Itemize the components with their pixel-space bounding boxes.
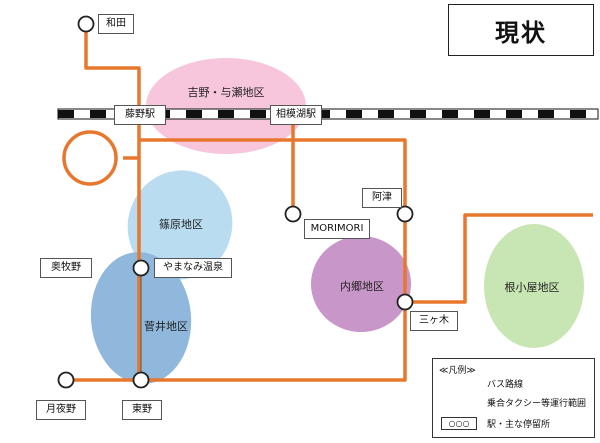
area-label-sugai: 菅井地区 (144, 320, 188, 333)
stop-label-yamanami: やまなみ温泉 (154, 258, 232, 278)
stop-label-tsukiyono: 月夜野 (36, 400, 86, 420)
legend-stop-symbol: ○○○ (441, 417, 477, 430)
route-fujino-east (139, 138, 407, 382)
stop-label-okumakino: 奥牧野 (40, 258, 92, 278)
stop-marker-tsukiyono (57, 371, 75, 389)
area-label-shinohara: 篠原地区 (159, 218, 203, 231)
stop-marker-yamanami (132, 259, 150, 277)
route-negoya (405, 213, 593, 304)
legend-heading: ≪凡例≫ (439, 366, 476, 376)
station-label-sagamiko: 相模湖駅 (270, 105, 322, 125)
area-shinohara (127, 170, 233, 280)
legend-shared-taxi-label: 乗合タクシー等運行範囲 (487, 399, 587, 409)
stop-label-sangaki: 三ヶ木 (410, 311, 458, 331)
stop-label-morimori: MORIMORI (304, 219, 370, 239)
legend: ≪凡例≫ バス路線 乗合タクシー等運行範囲 ○○○ 駅・主な停留所 (432, 358, 595, 438)
stop-label-atsu: 阿津 (362, 188, 402, 208)
stop-marker-higashino (132, 371, 150, 389)
route-wada (84, 24, 141, 117)
stop-marker-wada (77, 15, 95, 33)
station-label-fujino: 藤野駅 (114, 105, 166, 125)
legend-stops-label: 駅・主な停留所 (487, 420, 551, 430)
area-label-uchigo: 内郷地区 (340, 280, 384, 293)
stop-markers (57, 15, 414, 389)
legend-bus-route-label: バス路線 (487, 380, 524, 390)
stop-label-higashino: 東野 (122, 400, 162, 420)
area-label-negoya: 根小屋地区 (504, 281, 560, 294)
area-label-yoshino: 吉野・与瀬地区 (187, 86, 265, 99)
stop-label-wada: 和田 (98, 14, 134, 34)
railway (57, 108, 599, 120)
stop-marker-sangaki (396, 293, 414, 311)
stop-marker-atsu (396, 205, 414, 223)
area-yoshino (146, 58, 306, 154)
map-title: 現状 (448, 4, 594, 56)
area-uchigo (311, 236, 411, 332)
bus-routes (62, 24, 593, 382)
route-loop (62, 130, 118, 186)
area-negoya (484, 224, 584, 348)
stop-marker-morimori (284, 205, 302, 223)
